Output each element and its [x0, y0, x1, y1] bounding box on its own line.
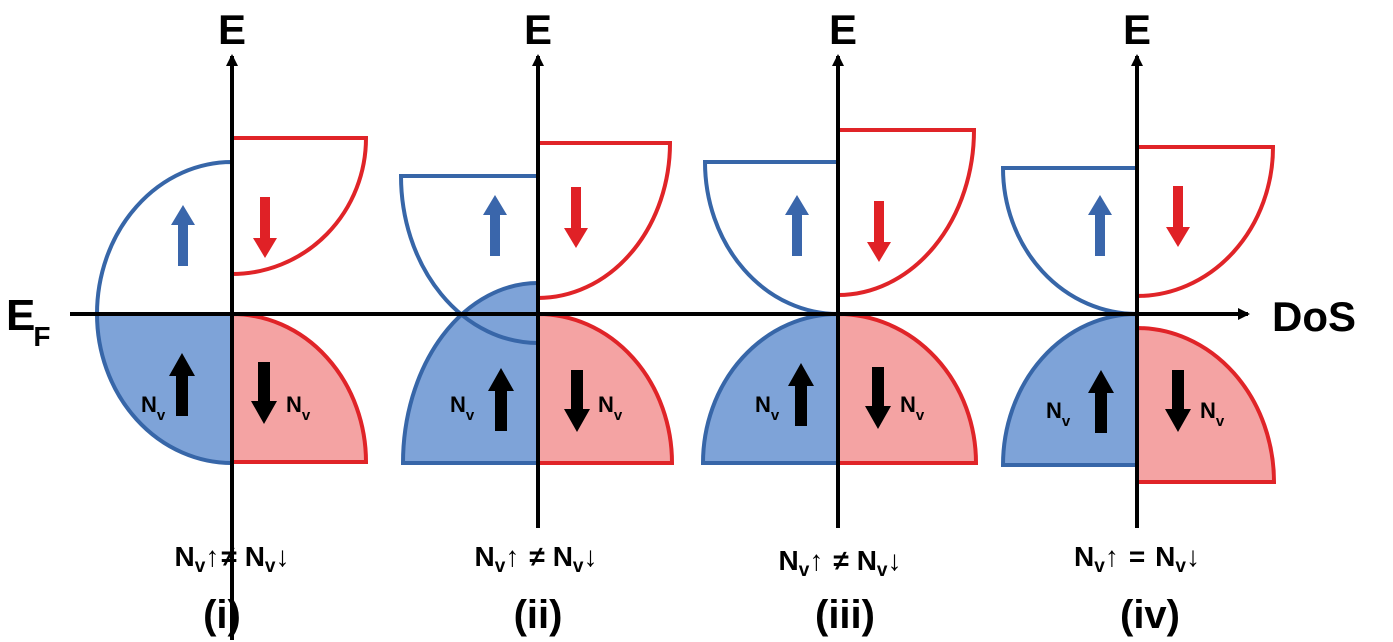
filled-down-nv-label: Nv: [598, 392, 623, 424]
spin-down-arrow-icon: [867, 201, 891, 262]
spin-down-filled-band: [1135, 325, 1277, 484]
energy-label-i: E: [218, 6, 246, 53]
spin-up-empty-band: [1000, 166, 1139, 317]
spin-up-filled-band: [94, 312, 234, 466]
spin-down-empty-band: [1135, 145, 1276, 299]
panel-iii: Nv Nv: [700, 128, 979, 465]
filled-down-arrow-icon: [865, 367, 891, 429]
filled-up-nv-label: Nv: [450, 392, 475, 424]
filled-up-arrow-icon: [788, 363, 814, 426]
relation-ii: Nv↑≠Nv↓: [475, 541, 598, 577]
filled-up-arrow-icon: [488, 368, 514, 431]
panel-label-iii: (iii): [815, 593, 875, 637]
filled-down-arrow-icon: [1165, 370, 1191, 432]
spin-down-arrow-icon: [564, 187, 588, 248]
panel-label-ii: (ii): [514, 593, 563, 637]
panel-label-i: (i): [203, 593, 241, 637]
spin-down-filled-band: [836, 311, 979, 465]
panel-ii: Nv Nv: [398, 141, 675, 465]
spin-down-empty-band: [836, 128, 977, 298]
spin-down-arrow-icon: [1166, 186, 1190, 247]
spin-down-filled-band: [230, 311, 369, 464]
filled-down-arrow-icon: [564, 370, 590, 432]
energy-label-iii: E: [829, 6, 857, 53]
filled-up-nv-label: Nv: [141, 392, 166, 424]
filled-up-nv-label: Nv: [1046, 398, 1071, 430]
relation-iv: Nv↑=Nv↓: [1074, 541, 1200, 577]
panel-label-iv: (iv): [1120, 593, 1180, 637]
filled-up-nv-label: Nv: [755, 392, 780, 424]
spin-up-filled-band: [700, 311, 840, 465]
energy-label-ii: E: [524, 6, 552, 53]
spin-up-arrow-icon: [483, 195, 507, 256]
spin-up-empty-band: [702, 160, 840, 317]
filled-up-arrow-icon: [1088, 370, 1114, 433]
spin-up-filled-band: [1000, 311, 1139, 467]
fermi-level-label: EF: [6, 291, 50, 352]
filled-down-nv-label: Nv: [286, 392, 311, 424]
panel-i: Nv Nv: [94, 136, 369, 466]
spin-up-arrow-icon: [171, 205, 195, 266]
spin-down-arrow-icon: [253, 197, 277, 258]
spin-up-arrow-icon: [785, 195, 809, 256]
spin-down-filled-band: [536, 311, 675, 465]
spin-down-empty-band: [230, 136, 369, 277]
filled-down-nv-label: Nv: [1200, 398, 1225, 430]
relation-iii: Nv↑≠Nv↓: [779, 545, 902, 581]
spin-up-empty-band: [94, 159, 234, 316]
spin-up-filled-band: [400, 281, 540, 465]
filled-down-nv-label: Nv: [900, 392, 925, 424]
filled-up-arrow-icon: [169, 353, 195, 416]
dos-label: DoS: [1272, 293, 1356, 340]
filled-down-arrow-icon: [251, 362, 277, 424]
energy-label-iv: E: [1123, 6, 1151, 53]
spin-up-arrow-icon: [1088, 195, 1112, 256]
spin-down-empty-band: [536, 141, 673, 301]
relation-i: Nv↑≠Nv↓: [175, 541, 290, 577]
panel-iv: Nv Nv: [1000, 145, 1277, 484]
spin-up-empty-band: [398, 174, 539, 345]
